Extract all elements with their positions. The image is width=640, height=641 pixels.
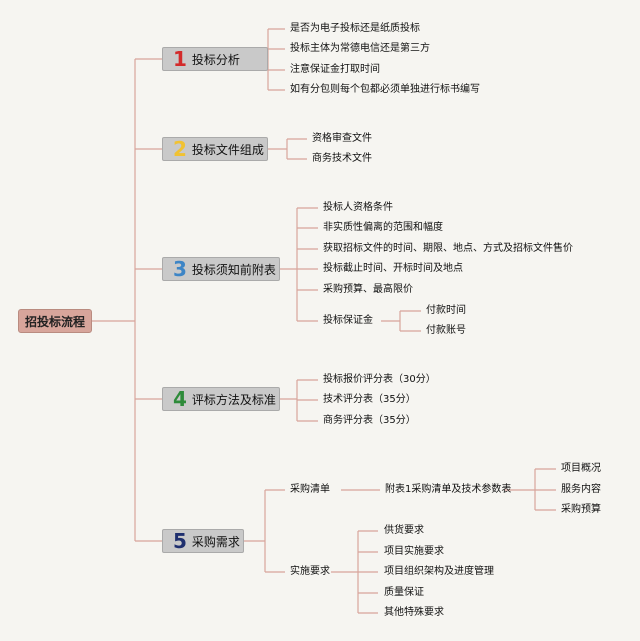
implementation-label: 实施要求 [290,566,330,577]
section-1-item: 如有分包则每个包都必须单独进行标书编写 [290,84,480,95]
section-3-number: 3 [173,257,187,281]
section-3-item: 获取招标文件的时间、期限、地点、方式及招标文件售价 [323,243,573,254]
guarantee-sub-item: 付款时间 [426,305,466,316]
section-5-title: 采购需求 [191,534,240,549]
section-3-item: 采购预算、最高限价 [323,284,413,295]
section-5-node: 5 采购需求 [162,529,244,553]
procurement-attachment: 附表1采购清单及技术参数表 [385,484,512,495]
section-1-title: 投标分析 [191,52,240,67]
section-3-item: 投标人资格条件 [323,202,393,213]
section-4-title: 评标方法及标准 [191,392,276,407]
section-1-item: 投标主体为常德电信还是第三方 [290,43,430,54]
implementation-sub-item: 项目组织架构及进度管理 [384,566,494,577]
section-4-item: 商务评分表（35分） [323,415,416,426]
section-3-guarantee: 投标保证金 [323,315,373,326]
section-1-node: 1 投标分析 [162,47,268,71]
section-4-node: 4 评标方法及标准 [162,387,280,411]
section-2-title: 投标文件组成 [191,142,264,157]
section-4-number: 4 [173,387,187,411]
section-2-item: 商务技术文件 [312,153,372,164]
section-3-title: 投标须知前附表 [191,262,276,277]
implementation-sub-item: 项目实施要求 [384,546,444,557]
section-2-item: 资格审查文件 [312,133,372,144]
section-1-item: 注意保证金打取时间 [290,64,380,75]
section-2-node: 2 投标文件组成 [162,137,268,161]
section-1-number: 1 [173,47,187,71]
implementation-sub-item: 供货要求 [384,525,424,536]
implementation-sub-item: 质量保证 [384,587,424,598]
procurement-sub-item: 服务内容 [561,484,601,495]
section-3-node: 3 投标须知前附表 [162,257,280,281]
section-1-item: 是否为电子投标还是纸质投标 [290,23,420,34]
section-3-item: 非实质性偏离的范围和幅度 [323,222,443,233]
procurement-list-label: 采购清单 [290,484,330,495]
root-node: 招投标流程 [18,309,92,333]
section-2-number: 2 [173,137,187,161]
guarantee-sub-item: 付款账号 [426,325,466,336]
section-3-item: 投标截止时间、开标时间及地点 [323,263,463,274]
implementation-sub-item: 其他特殊要求 [384,607,444,618]
procurement-sub-item: 采购预算 [561,504,601,515]
section-4-item: 技术评分表（35分） [323,394,416,405]
section-5-number: 5 [173,529,187,553]
procurement-sub-item: 项目概况 [561,463,601,474]
section-4-item: 投标报价评分表（30分） [323,374,436,385]
